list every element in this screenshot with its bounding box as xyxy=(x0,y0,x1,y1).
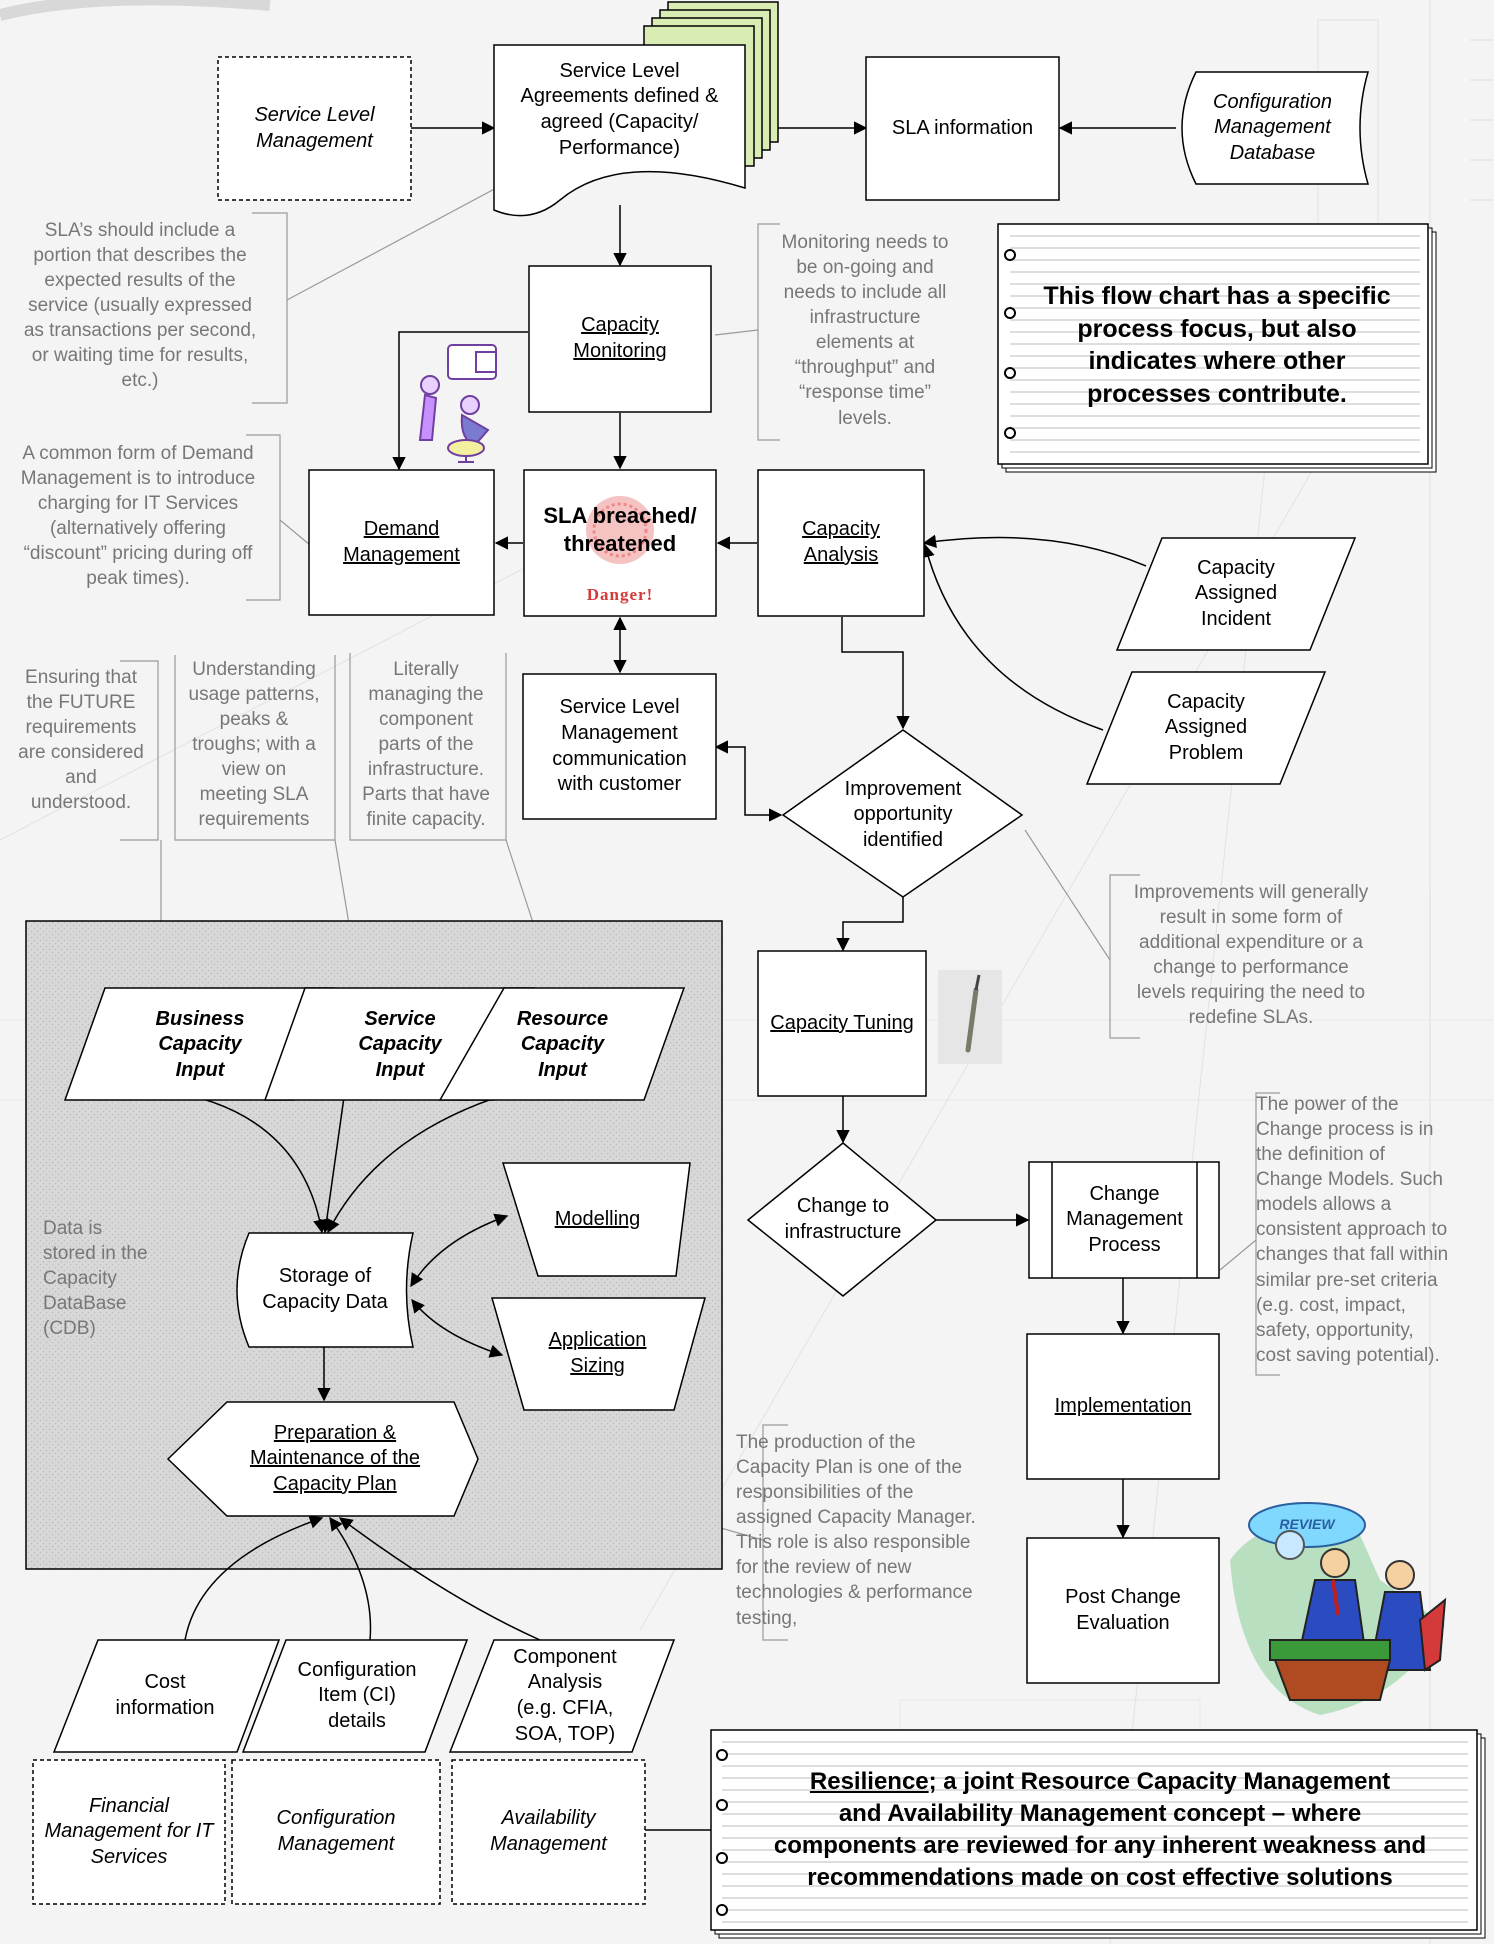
review-sign-label: REVIEW xyxy=(1279,1516,1335,1533)
ci-details-input[interactable]: Configuration Item (CI) details xyxy=(297,1658,417,1732)
capacity-plan-box[interactable]: Preparation & Maintenance of the Capacit… xyxy=(249,1421,421,1495)
callout-resilience-notepad xyxy=(710,1729,1486,1939)
storage-of-capacity-data[interactable]: Storage of Capacity Data xyxy=(262,1265,388,1313)
process-focus-callout: This flow chart has a specific process f… xyxy=(1043,282,1391,408)
people-at-whiteboard-icon xyxy=(418,344,497,463)
usage-patterns-note: Understanding usage patterns, peaks & tr… xyxy=(188,659,320,831)
sla-results-note: SLA’s should include a portion that desc… xyxy=(23,220,257,392)
tool-icon xyxy=(938,970,1002,1064)
application-sizing-box[interactable]: Application Sizing xyxy=(548,1329,647,1377)
capacity-tuning-box[interactable]: Capacity Tuning xyxy=(770,1011,914,1034)
capacity-plan-note: The production of the Capacity Plan is o… xyxy=(736,1432,976,1629)
improvement-decision[interactable]: Improvement opportunity identified xyxy=(844,777,962,851)
cost-information-input[interactable]: Cost information xyxy=(115,1671,215,1719)
resilience-callout: Resilience; a joint Resource Capacity Ma… xyxy=(728,1736,1472,1926)
sla-information-box[interactable]: SLA information xyxy=(891,116,1034,139)
connectors xyxy=(161,121,1176,1831)
change-to-infrastructure-decision[interactable]: Change to infrastructure xyxy=(784,1195,902,1243)
modelling-box[interactable]: Modelling xyxy=(554,1207,641,1230)
capacity-monitoring-box[interactable]: Capacity Monitoring xyxy=(573,314,667,362)
sla-breached-box[interactable]: SLA breached/ threatened xyxy=(543,502,697,556)
danger-sign-icon xyxy=(586,496,654,564)
capacity-problem-input[interactable]: Capacity Assigned Problem xyxy=(1164,690,1248,764)
post-change-evaluation-box[interactable]: Post Change Evaluation xyxy=(1065,1585,1181,1634)
change-models-note: The power of the Change process is in th… xyxy=(1256,1094,1449,1366)
change-management-process-box[interactable]: Change Management Process xyxy=(1066,1182,1183,1256)
financial-management-box[interactable]: Financial Management for IT Services xyxy=(44,1794,214,1868)
capacity-analysis-box[interactable]: Capacity Analysis xyxy=(802,518,880,566)
capacity-incident-input[interactable]: Capacity Assigned Incident xyxy=(1194,556,1278,630)
resource-capacity-input[interactable]: Resource Capacity Input xyxy=(516,1007,609,1081)
demand-charging-note: A common form of Demand Management is to… xyxy=(20,443,256,590)
business-capacity-input[interactable]: Business Capacity Input xyxy=(155,1007,245,1081)
component-parts-note: Literally managing the component parts o… xyxy=(362,659,490,831)
component-analysis-input[interactable]: Component Analysis (e.g. CFIA, SOA, TOP) xyxy=(513,1645,617,1745)
availability-management-box[interactable]: Availability Management xyxy=(490,1807,607,1855)
cmdb-datastore[interactable]: Configuration Management Database xyxy=(1213,90,1332,164)
sla-defined-document[interactable]: Service Level Agreements defined & agree… xyxy=(520,59,719,159)
demand-management-box[interactable]: Demand Management xyxy=(343,517,460,566)
monitoring-note: Monitoring needs to be on-going and need… xyxy=(781,232,949,429)
resilience-description: ; a joint Resource Capacity Management a… xyxy=(773,1768,1427,1891)
service-capacity-input[interactable]: Service Capacity Input xyxy=(358,1007,442,1081)
danger-label: Danger! xyxy=(586,585,654,605)
resilience-keyword: Resilience xyxy=(809,1768,929,1795)
review-meeting-icon xyxy=(1230,1502,1447,1715)
future-requirements-note: Ensuring that the FUTURE requirements ar… xyxy=(18,667,144,814)
service-level-management-box[interactable]: Service Level Management xyxy=(254,103,375,152)
improvements-note: Improvements will generally result in so… xyxy=(1133,882,1369,1029)
slm-communication-box[interactable]: Service Level Management communication w… xyxy=(552,696,687,796)
cdb-note: Data is stored in the Capacity DataBase … xyxy=(43,1218,148,1340)
callout-focus-notepad xyxy=(997,223,1437,473)
implementation-box[interactable]: Implementation xyxy=(1054,1394,1192,1417)
configuration-management-box[interactable]: Configuration Management xyxy=(276,1807,396,1855)
